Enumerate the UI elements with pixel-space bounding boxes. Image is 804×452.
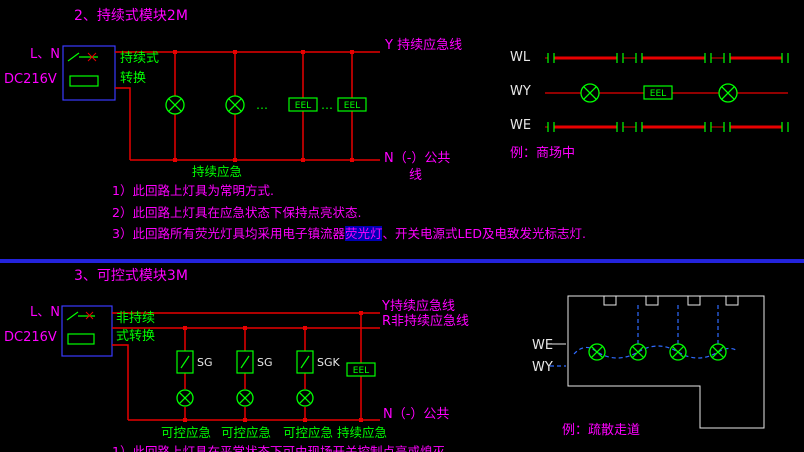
- lamp-icon: [588, 343, 606, 361]
- s3-junction-dots: [183, 311, 363, 422]
- s2-note-1: 1）此回路上灯具为常明方式.: [112, 183, 274, 198]
- lamp-icon: [629, 343, 647, 361]
- mall-wy-label: WY: [510, 84, 531, 99]
- s2-note-2: 2）此回路上灯具在应急状态下保持点亮状态.: [112, 205, 362, 220]
- mall-we-label: WE: [510, 118, 532, 133]
- corridor-we-label: WE: [532, 338, 554, 353]
- eel-label: EEL: [650, 89, 666, 99]
- ellipsis-text: …: [321, 98, 333, 112]
- s3-converter-label-2: 式转换: [116, 329, 156, 344]
- lamp-icon: [165, 95, 185, 115]
- mall-wl-line: [545, 53, 789, 63]
- switch-box-sgk: SGK: [296, 350, 341, 374]
- s2-converter-symbol: [67, 52, 99, 87]
- lamp-icon: [176, 389, 194, 407]
- s3-fixture-label-4: 持续应急: [337, 425, 388, 440]
- corridor-caption: 例：疏散走道: [562, 423, 641, 438]
- ellipsis-text: …: [256, 98, 268, 112]
- s2-converter-label-2: 转换: [120, 71, 147, 86]
- switch-box-sg2: SG: [236, 350, 273, 374]
- lamp-icon: [225, 95, 245, 115]
- lamp-icon: [718, 83, 738, 103]
- lamp-icon: [669, 343, 687, 361]
- mall-wl-label: WL: [510, 50, 531, 65]
- s2-note-3: 3）此回路所有荧光灯具均采用电子镇流器荧光灯、开关电源式LED及电致发光标志灯.: [112, 226, 586, 241]
- s2-y-line-label: Y 持续应急线: [385, 38, 463, 53]
- s2-dc216v-label: DC216V: [4, 72, 57, 87]
- eel-label: EEL: [344, 101, 360, 111]
- s3-n-line-label: N（-）公共: [383, 407, 450, 422]
- section3-title: 3、可控式模块3M: [74, 268, 188, 284]
- lamp-icon: [236, 389, 254, 407]
- corridor-wy-label: WY: [532, 360, 553, 375]
- s3-fixture-label-3: 可控应急: [283, 425, 334, 440]
- s3-converter-symbol: [66, 311, 95, 345]
- s2-converter-box: [62, 45, 116, 101]
- eel-box: EEL: [346, 362, 376, 377]
- s3-y-line-label: Y持续应急线: [382, 299, 455, 314]
- s3-note-1-clipped: 1）此回路上灯具在平常状态下可由现场开关控制点亮或熄灭.: [112, 444, 449, 452]
- s2-ln-label: L、N: [30, 47, 60, 62]
- mall-we-line: [545, 122, 789, 132]
- mall-wy-line: EEL: [545, 83, 788, 103]
- lamp-icon: [296, 389, 314, 407]
- corridor-plan: [550, 295, 765, 429]
- s3-converter-label-1: 非持续: [116, 311, 156, 326]
- eel-box: EEL: [337, 97, 367, 112]
- s3-fixture-label-2: 可控应急: [221, 425, 272, 440]
- s2-n-line-label: N（-）公共: [384, 151, 451, 166]
- switch-label: SG: [197, 356, 213, 369]
- s2-note-3-highlight: 荧光灯: [344, 226, 383, 241]
- s3-circuit-wires: [112, 312, 380, 421]
- s2-junction-dots: [173, 50, 354, 162]
- mall-caption: 例：商场中: [510, 146, 576, 161]
- s3-dc216v-label: DC216V: [4, 330, 57, 345]
- corridor-columns: [603, 295, 739, 306]
- s3-converter-box: [61, 305, 113, 357]
- switch-box-sg1: SG: [176, 350, 213, 374]
- eel-box: EEL: [643, 85, 673, 100]
- section2-title: 2、持续式模块2M: [74, 8, 188, 24]
- s3-r-line-label: R非持续应急线: [382, 314, 470, 329]
- eel-label: EEL: [353, 366, 369, 376]
- lamp-icon: [580, 83, 600, 103]
- s2-circuit-wires: [115, 51, 380, 161]
- s2-converter-label-1: 持续式: [120, 51, 160, 66]
- s2-fixture-label: 持续应急: [192, 164, 243, 179]
- switch-label: SGK: [317, 356, 341, 369]
- eel-label: EEL: [295, 101, 311, 111]
- s2-n-line-label-2: 线: [409, 168, 423, 183]
- s2-fuse-mark-icon: [87, 52, 97, 62]
- lamp-icon: [709, 343, 727, 361]
- s3-fuse-mark-icon: [85, 311, 94, 320]
- s2-note-3-pre: 3）此回路所有荧光灯具均采用电子镇流器: [112, 226, 345, 241]
- switch-label: SG: [257, 356, 273, 369]
- eel-box: EEL: [288, 97, 318, 112]
- s3-ln-label: L、N: [30, 305, 60, 320]
- s3-fixture-label-1: 可控应急: [161, 425, 212, 440]
- s2-note-3-post: 、开关电源式LED及电致发光标志灯.: [382, 226, 586, 241]
- section-divider-line: [0, 259, 804, 263]
